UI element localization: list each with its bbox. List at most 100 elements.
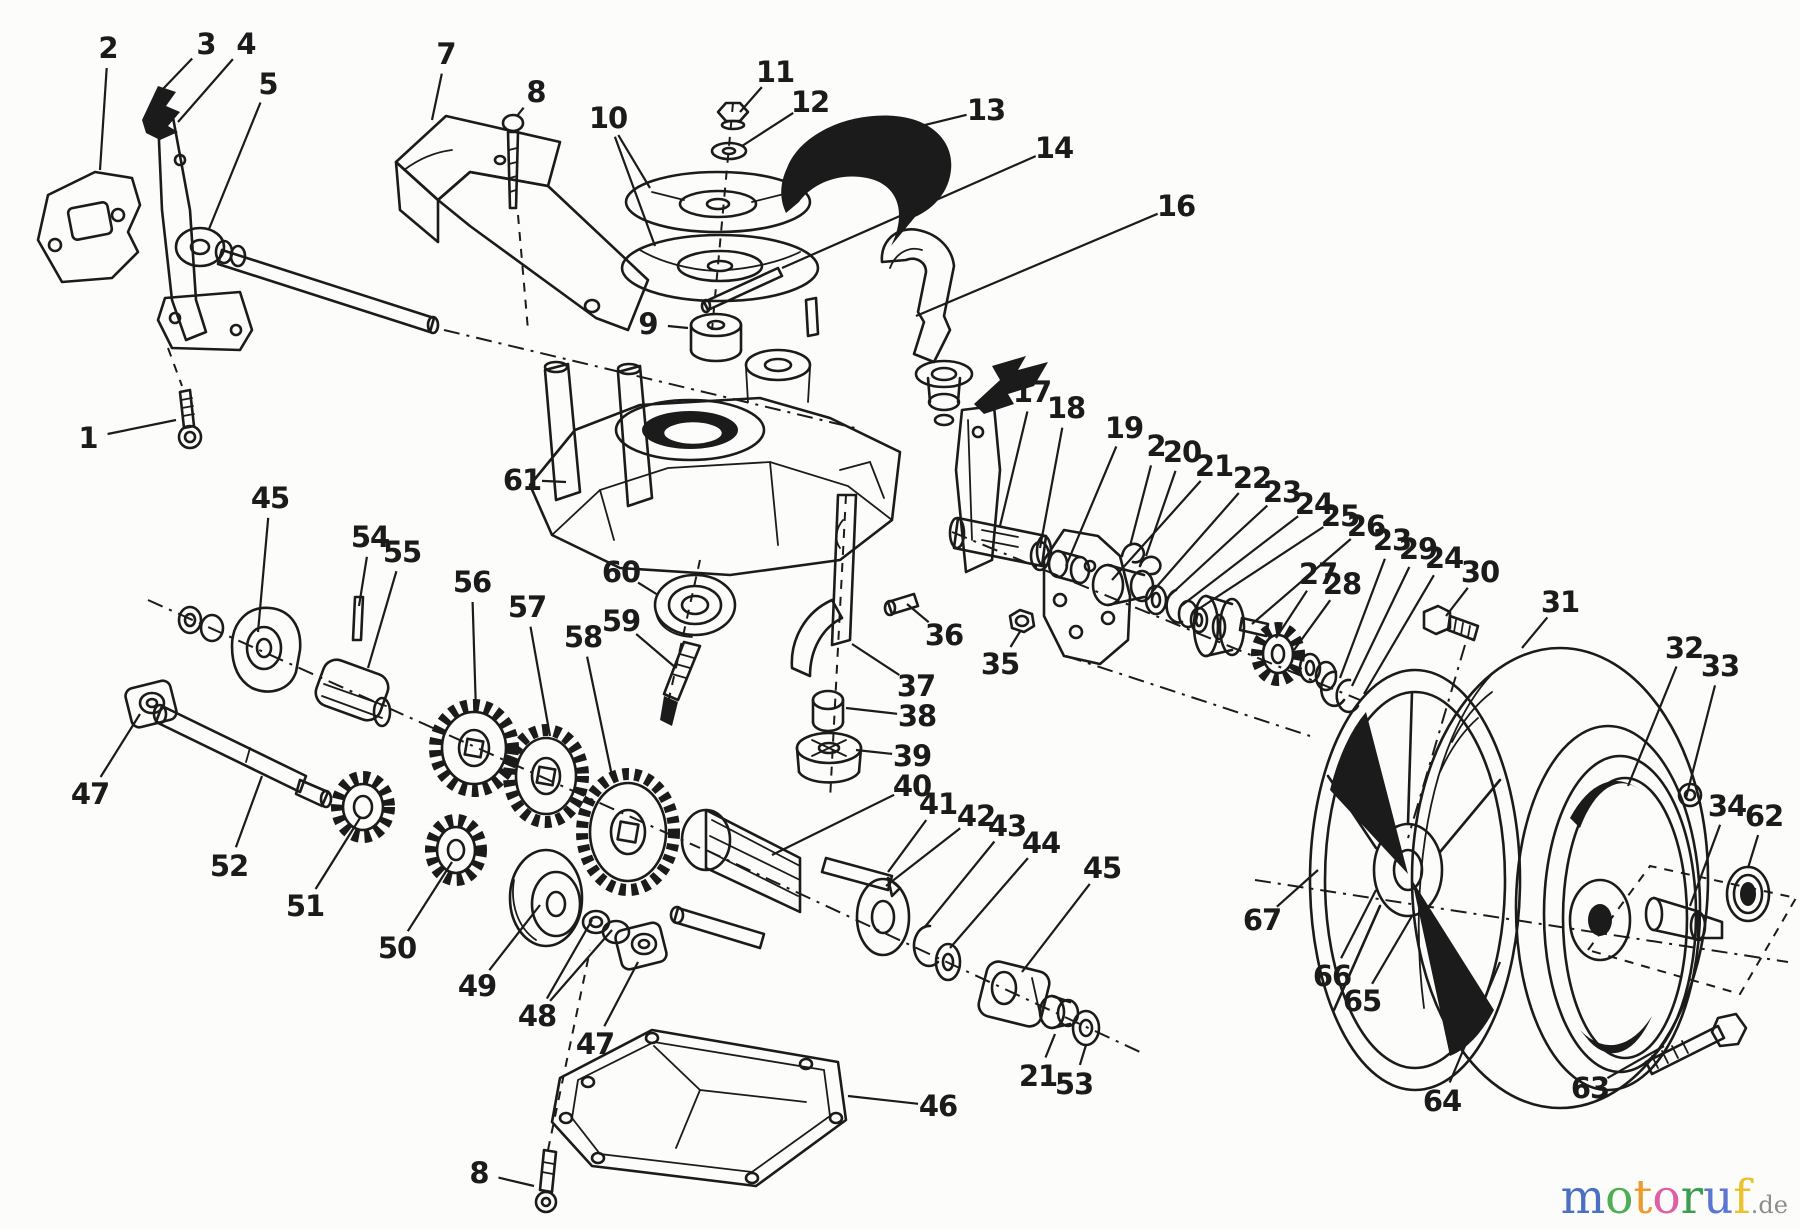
part-label: 30: [1461, 555, 1499, 589]
part-label: 19: [1105, 411, 1143, 445]
flat-tab: [1238, 616, 1270, 638]
leader-line: [1193, 526, 1324, 613]
brand-letter: o: [1605, 1170, 1634, 1225]
part-label: 33: [1701, 649, 1739, 683]
part-label: 63: [1571, 1071, 1609, 1105]
leader-line: [1078, 1044, 1088, 1066]
part-label: 29: [1399, 532, 1437, 566]
brand-letter: f: [1733, 1170, 1751, 1225]
part-label: 60: [602, 555, 640, 589]
part-label: 42: [957, 799, 995, 833]
mount-bracket: [394, 114, 650, 332]
part-label: 59: [602, 604, 640, 638]
leader-line: [234, 775, 264, 848]
screw: [501, 113, 525, 210]
clutch-sleeve: [314, 658, 392, 728]
part-label: 47: [576, 1027, 614, 1061]
part-label: 40: [893, 769, 931, 803]
leader-line: [1275, 590, 1308, 639]
leader-line: [1746, 834, 1760, 869]
part-label: 24: [1295, 487, 1333, 521]
leader-line: [771, 793, 895, 856]
leader-line: [887, 113, 967, 136]
part-label: 56: [453, 565, 491, 599]
cover-pan: [550, 1028, 848, 1188]
part-label: 4: [236, 27, 255, 61]
part-label: 11: [756, 55, 794, 89]
leader-line: [915, 212, 1159, 318]
leader-line: [256, 517, 270, 633]
leader-line: [107, 418, 177, 436]
part-label: 9: [638, 307, 657, 341]
part-label: 32: [1665, 631, 1703, 665]
bearing-block: [977, 960, 1051, 1028]
housing-post: [616, 362, 654, 508]
gear-train: [124, 595, 680, 971]
part-label: 54: [351, 520, 389, 554]
part-label: 49: [458, 969, 496, 1003]
brand-letter: t: [1633, 1170, 1653, 1225]
part-label: 8: [526, 75, 545, 109]
pivot-pin: [883, 592, 920, 617]
part-label: 44: [1022, 826, 1060, 860]
part-label: 53: [1055, 1067, 1093, 1101]
part-label: 17: [1013, 375, 1051, 409]
leader-line: [549, 929, 613, 1002]
leader-line: [545, 919, 593, 1000]
boss-bushing: [1091, 563, 1155, 607]
brand-wordmark: motoruf: [1561, 1174, 1751, 1221]
leader-line: [99, 713, 141, 778]
spring: [142, 86, 180, 140]
part-label: 23: [1263, 475, 1301, 509]
part-label: 61: [503, 463, 541, 497]
leader-line: [1521, 616, 1549, 649]
clutch-spacer: [811, 689, 845, 733]
part-label: 39: [893, 739, 931, 773]
leader-line: [1338, 558, 1386, 679]
part-label: 65: [1343, 984, 1381, 1018]
worm-stud: [660, 640, 702, 726]
leader-line: [847, 1094, 919, 1105]
part-label: 57: [508, 590, 546, 624]
part-label: 31: [1541, 585, 1579, 619]
part-label: 35: [981, 647, 1019, 681]
spring-clip: [974, 356, 1048, 414]
gear: [429, 699, 519, 797]
shift-lever-assembly: [36, 86, 440, 450]
axle-shaft-cluster: [948, 516, 1480, 714]
leader-line: [1111, 480, 1202, 581]
leader-line: [845, 706, 898, 715]
leader-line: [739, 86, 763, 113]
support-arm: [954, 404, 1002, 574]
idler-shaft: [152, 703, 333, 809]
washer-stack: [855, 877, 1101, 1047]
part-label: 13: [967, 93, 1005, 127]
leader-line: [603, 961, 639, 1027]
spacer-bushing: [689, 312, 743, 363]
leader-line: [529, 626, 552, 737]
hook-clip: [1138, 555, 1162, 576]
leader-line: [949, 857, 1029, 949]
leader-line: [617, 134, 651, 189]
part-label: 2: [1146, 429, 1165, 463]
wheel-rim: [1542, 754, 1698, 1074]
leader-line: [314, 817, 361, 890]
part-label: 2: [98, 31, 117, 65]
leader-line: [667, 324, 689, 330]
leader-line: [207, 102, 262, 230]
part-label: 1: [78, 421, 97, 455]
part-label: 67: [1243, 903, 1281, 937]
axle-pin: [1644, 896, 1724, 942]
leader-line: [1293, 599, 1332, 651]
leader-line: [998, 411, 1029, 527]
gear: [503, 724, 589, 828]
leader-line: [1151, 492, 1240, 593]
leader-line: [357, 556, 368, 607]
part-label: 43: [988, 809, 1026, 843]
part-label: 58: [564, 620, 602, 654]
leader-line: [1684, 685, 1717, 799]
part-label: 8: [469, 1156, 488, 1190]
part-label: 55: [383, 535, 421, 569]
leader-line: [613, 136, 657, 247]
leader-line: [851, 643, 900, 676]
